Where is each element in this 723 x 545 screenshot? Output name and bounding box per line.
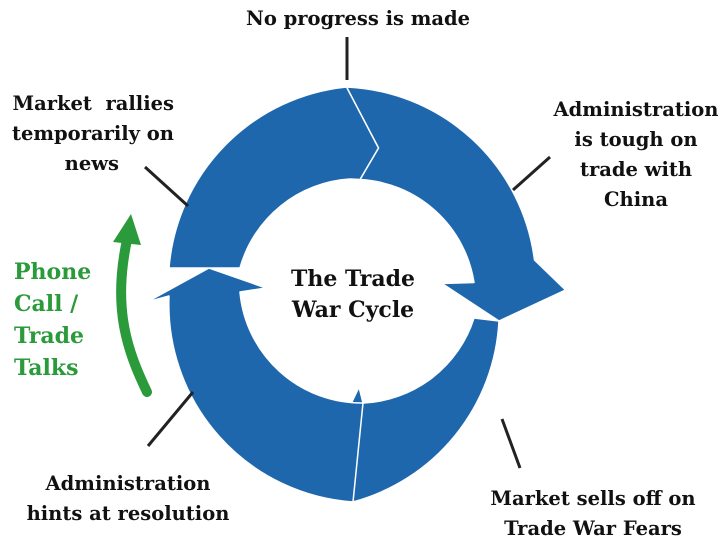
connector-right [512, 155, 551, 192]
step-market-rallies-line-3: news [64, 152, 119, 175]
step-admin-tough-line-3: trade with [579, 158, 693, 181]
trigger-phone-call-trade-talks: Phone Call / Trade Talks [14, 256, 91, 384]
step-market-sells-off-line-2: Trade War Fears [504, 517, 682, 540]
trigger-line-3: Trade [14, 323, 84, 349]
step-no-progress: No progress is made [246, 4, 470, 34]
step-market-sells-off: Market sells off on Trade War Fears [490, 484, 696, 544]
trigger-arrow-head [113, 214, 141, 245]
trigger-line-2: Call / [14, 291, 79, 317]
step-admin-tough: Administration is tough on trade with Ch… [552, 95, 720, 215]
step-no-progress-line-1: No progress is made [246, 7, 471, 30]
title-line-1: The Trade [290, 266, 416, 292]
trigger-line-4: Talks [14, 355, 79, 381]
cycle-arrow-top-right [345, 86, 567, 322]
step-admin-tough-line-2: is tough on [574, 128, 698, 151]
cycle-arrow-left [146, 267, 364, 503]
step-admin-hints-line-2: hints at resolution [26, 502, 230, 525]
trigger-arrow-shaft [116, 235, 152, 397]
step-admin-tough-line-4: China [604, 188, 668, 211]
step-admin-hints-line-1: Administration [45, 472, 211, 495]
diagram-title: The Trade War Cycle [243, 264, 463, 326]
cycle-arrow-top-left [168, 86, 380, 269]
step-market-sells-off-line-1: Market sells off on [490, 487, 696, 510]
step-market-rallies-line-1: Market rallies [12, 92, 174, 115]
connector-bottom-left [146, 391, 195, 447]
connector-bottom-right [500, 418, 522, 469]
step-admin-tough-line-1: Administration [553, 98, 719, 121]
step-admin-hints: Administration hints at resolution [18, 469, 238, 529]
title-line-2: War Cycle [291, 297, 415, 323]
trigger-line-1: Phone [14, 259, 92, 285]
step-market-rallies: Market rallies temporarily on news [4, 89, 174, 179]
connector-top-left [143, 165, 190, 208]
step-market-rallies-line-2: temporarily on [12, 122, 174, 145]
